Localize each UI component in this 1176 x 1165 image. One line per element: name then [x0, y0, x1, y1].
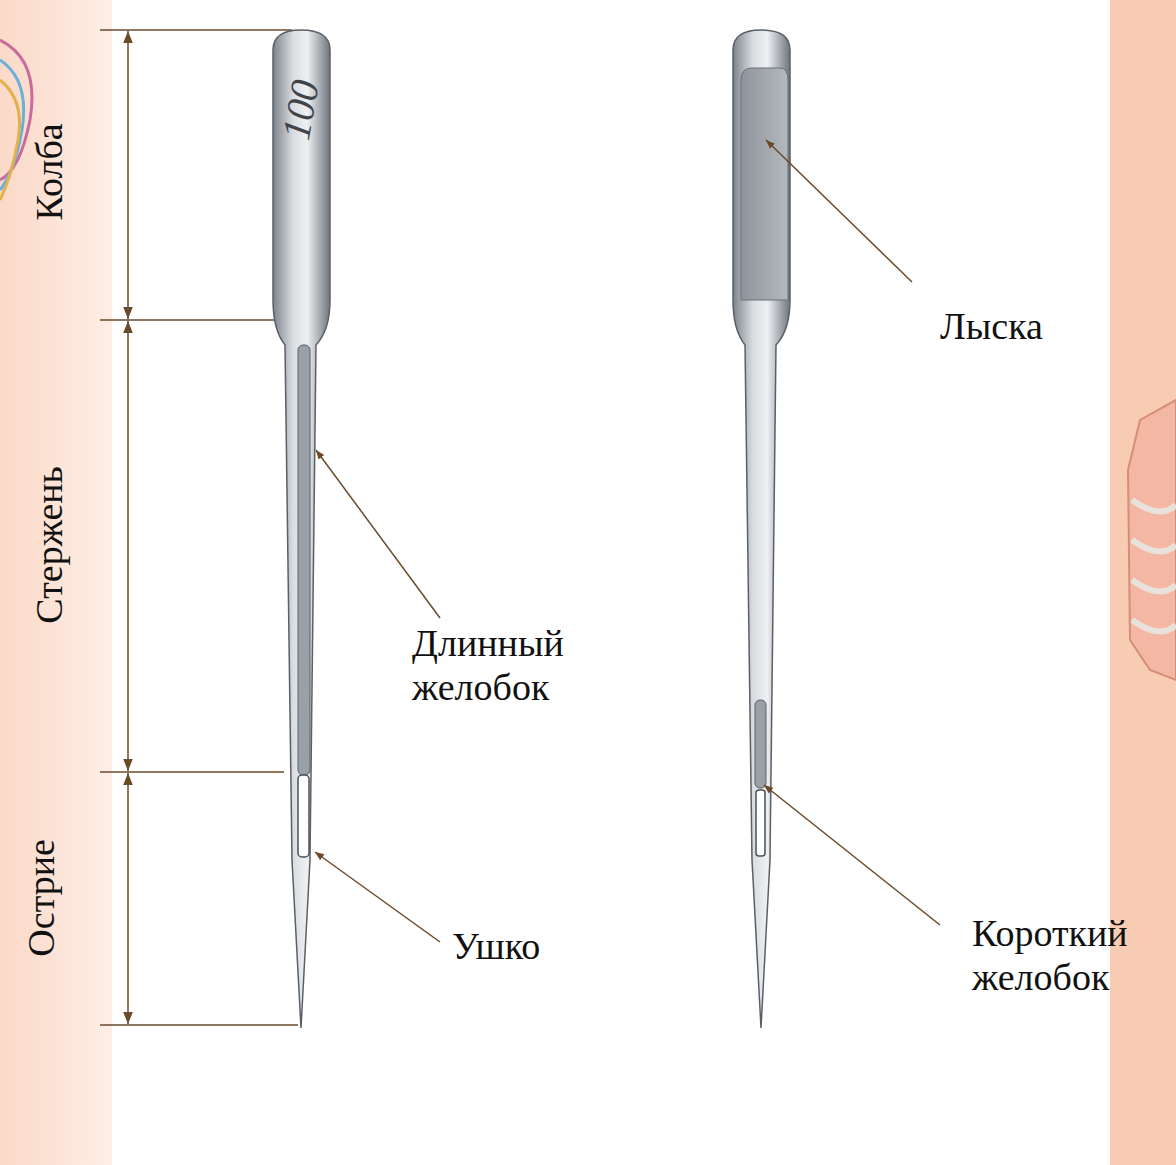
size-number: 100 [273, 76, 329, 143]
dimension-ticks [100, 30, 298, 1025]
dimension-label: Колба [28, 123, 72, 220]
dimension-label: Стержень [28, 466, 72, 624]
flat-side [741, 68, 788, 300]
dimension-label: Острие [20, 839, 64, 957]
part-label: Лыска [940, 305, 1043, 349]
part-label: Ушко [452, 925, 540, 969]
spool-decoration [1128, 400, 1176, 680]
right-band [1110, 0, 1176, 1165]
thread-decoration [0, 40, 32, 200]
left-band [0, 0, 112, 1165]
needle-front [273, 30, 330, 1028]
leader-lines [315, 140, 940, 942]
eye [298, 775, 309, 857]
part-label: Короткий желобок [972, 912, 1176, 999]
needle-back [733, 30, 790, 1028]
part-label: Длинный желобок [412, 622, 632, 709]
dimension-lines [127, 31, 129, 1024]
